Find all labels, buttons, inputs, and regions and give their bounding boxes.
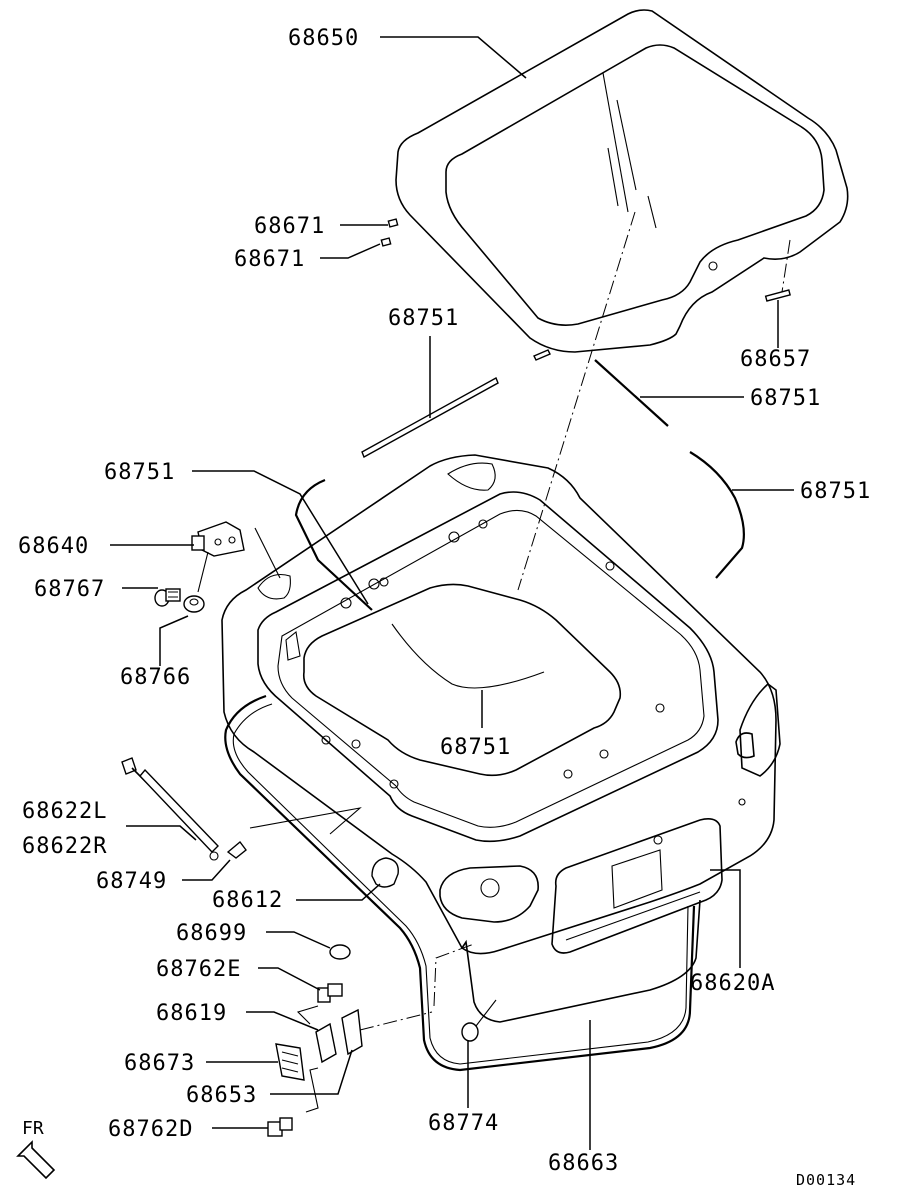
- label-68653: 68653: [186, 1083, 257, 1108]
- front-direction-arrow-icon: [16, 1140, 56, 1180]
- label-68657: 68657: [740, 347, 811, 372]
- weatherstrip-pieces: [294, 349, 745, 611]
- label-68749: 68749: [96, 869, 167, 894]
- grommet: [433, 943, 497, 1042]
- hinge-bolt: [154, 588, 181, 607]
- door-weatherstrip: [224, 694, 696, 1072]
- latch-striker: [275, 1043, 305, 1081]
- label-68751-window: 68751: [440, 735, 511, 760]
- rear-window-glass: [395, 9, 849, 353]
- label-68673: 68673: [124, 1051, 195, 1076]
- label-68671-lower: 68671: [234, 247, 305, 272]
- latch-bolt-lower: [267, 1117, 293, 1137]
- label-68622r: 68622R: [22, 834, 107, 859]
- label-68751-left: 68751: [104, 460, 175, 485]
- glass-spacer-clips: [380, 218, 791, 302]
- strut-ball-stud: [226, 807, 362, 859]
- label-68622l: 68622L: [22, 799, 107, 824]
- tailgate-door-panel: [221, 454, 781, 1023]
- label-68620a: 68620A: [690, 971, 775, 996]
- label-68751-right: 68751: [800, 479, 871, 504]
- label-68650: 68650: [288, 26, 359, 51]
- label-68671-upper: 68671: [254, 214, 325, 239]
- latch-bolt-upper: [296, 983, 343, 1025]
- rubber-bumper: [371, 857, 399, 888]
- label-68762e: 68762E: [156, 957, 241, 982]
- alignment-centerline: [517, 211, 636, 591]
- drawing-code: D00134: [796, 1171, 856, 1187]
- leader-lines: [110, 36, 794, 1150]
- hinge-assembly: [191, 521, 281, 593]
- latch-gasket: [305, 1008, 433, 1113]
- hinge-nut: [183, 595, 205, 613]
- label-68762d: 68762D: [108, 1117, 193, 1142]
- label-68640: 68640: [18, 534, 89, 559]
- gas-strut: [121, 757, 219, 861]
- label-68767: 68767: [34, 577, 105, 602]
- label-68619: 68619: [156, 1001, 227, 1026]
- orientation-label: FR: [22, 1118, 44, 1139]
- latch-bracket: [315, 1022, 337, 1064]
- label-68612: 68612: [212, 888, 283, 913]
- hole-plug: [329, 944, 351, 960]
- label-68663: 68663: [548, 1151, 619, 1176]
- label-68774: 68774: [428, 1111, 499, 1136]
- label-68766: 68766: [120, 665, 191, 690]
- label-68699: 68699: [176, 921, 247, 946]
- label-68751-top: 68751: [388, 306, 459, 331]
- label-68751-right-upper: 68751: [750, 386, 821, 411]
